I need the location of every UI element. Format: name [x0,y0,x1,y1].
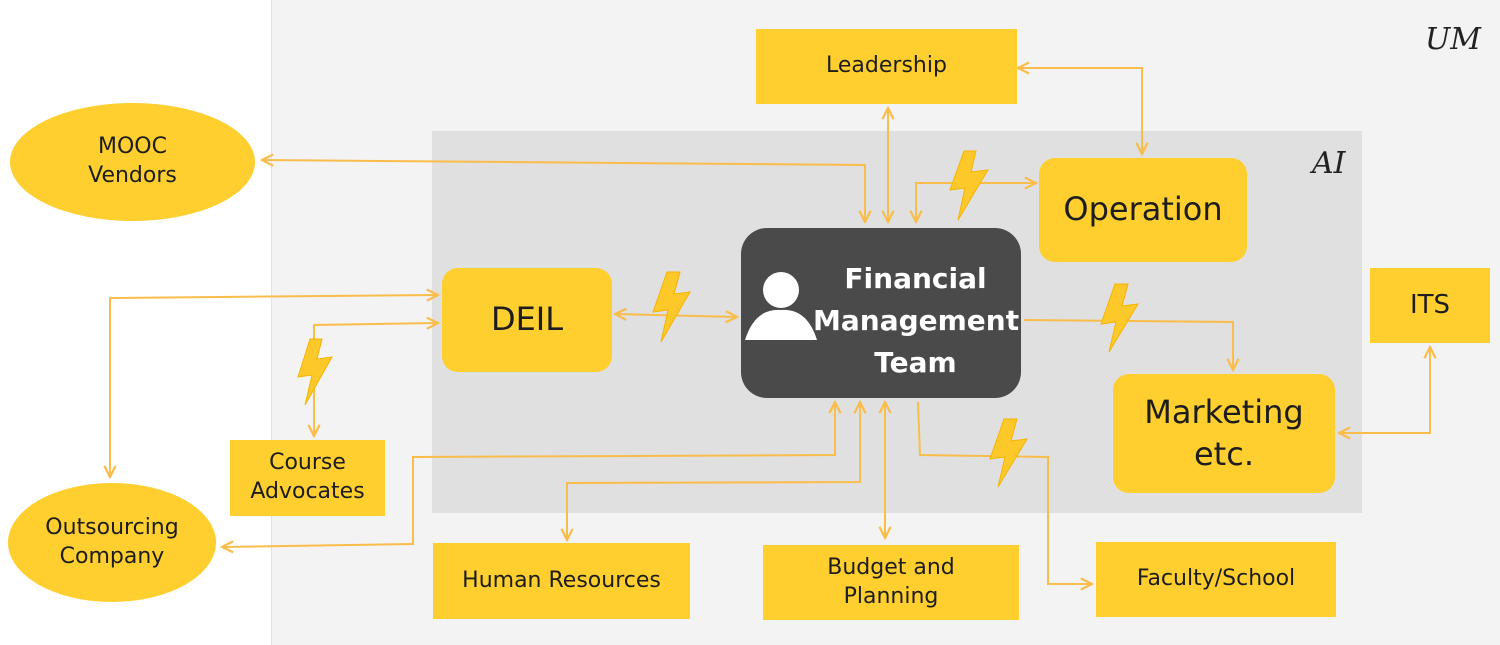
course-advocates-node: Course Advocates [230,440,385,516]
its-node: ITS [1370,268,1490,343]
connector-fmt-operation [916,183,1036,222]
financial-management-team-node: Financial Management Team [741,228,1021,398]
lightning-icon [652,271,691,343]
deil-node: DEIL [442,268,612,372]
um-region-label: UM [1425,22,1482,57]
connector-outsourcing-deil [110,295,438,477]
connector-fmt-hr [567,402,860,540]
connector-mooc-fmt [262,160,865,222]
budget-planning-node: Budget and Planning [763,545,1019,620]
marketing-node: Marketing etc. [1113,374,1335,493]
connector-fmt-faculty [917,401,1092,584]
person-icon [745,272,817,340]
operation-node: Operation [1039,158,1247,262]
connector-advocates-deil [314,323,438,436]
lightning-icon [989,418,1028,488]
lightning-icon [1100,283,1139,353]
lightning-icon [297,338,333,406]
connector-fmt-marketing [1023,319,1233,370]
ai-region-label: AI [1312,146,1346,181]
human-resources-node: Human Resources [433,543,690,619]
financial-management-team-label: Financial Management Team [813,262,1020,379]
leadership-node: Leadership [756,29,1017,104]
outsourcing-company-node: Outsourcing Company [8,483,216,602]
faculty-school-node: Faculty/School [1096,542,1336,617]
mooc-vendors-node: MOOC Vendors [10,103,255,221]
connector-marketing-its [1339,347,1430,433]
connector-leadership-operation [1018,68,1142,154]
lightning-icon [949,150,989,221]
